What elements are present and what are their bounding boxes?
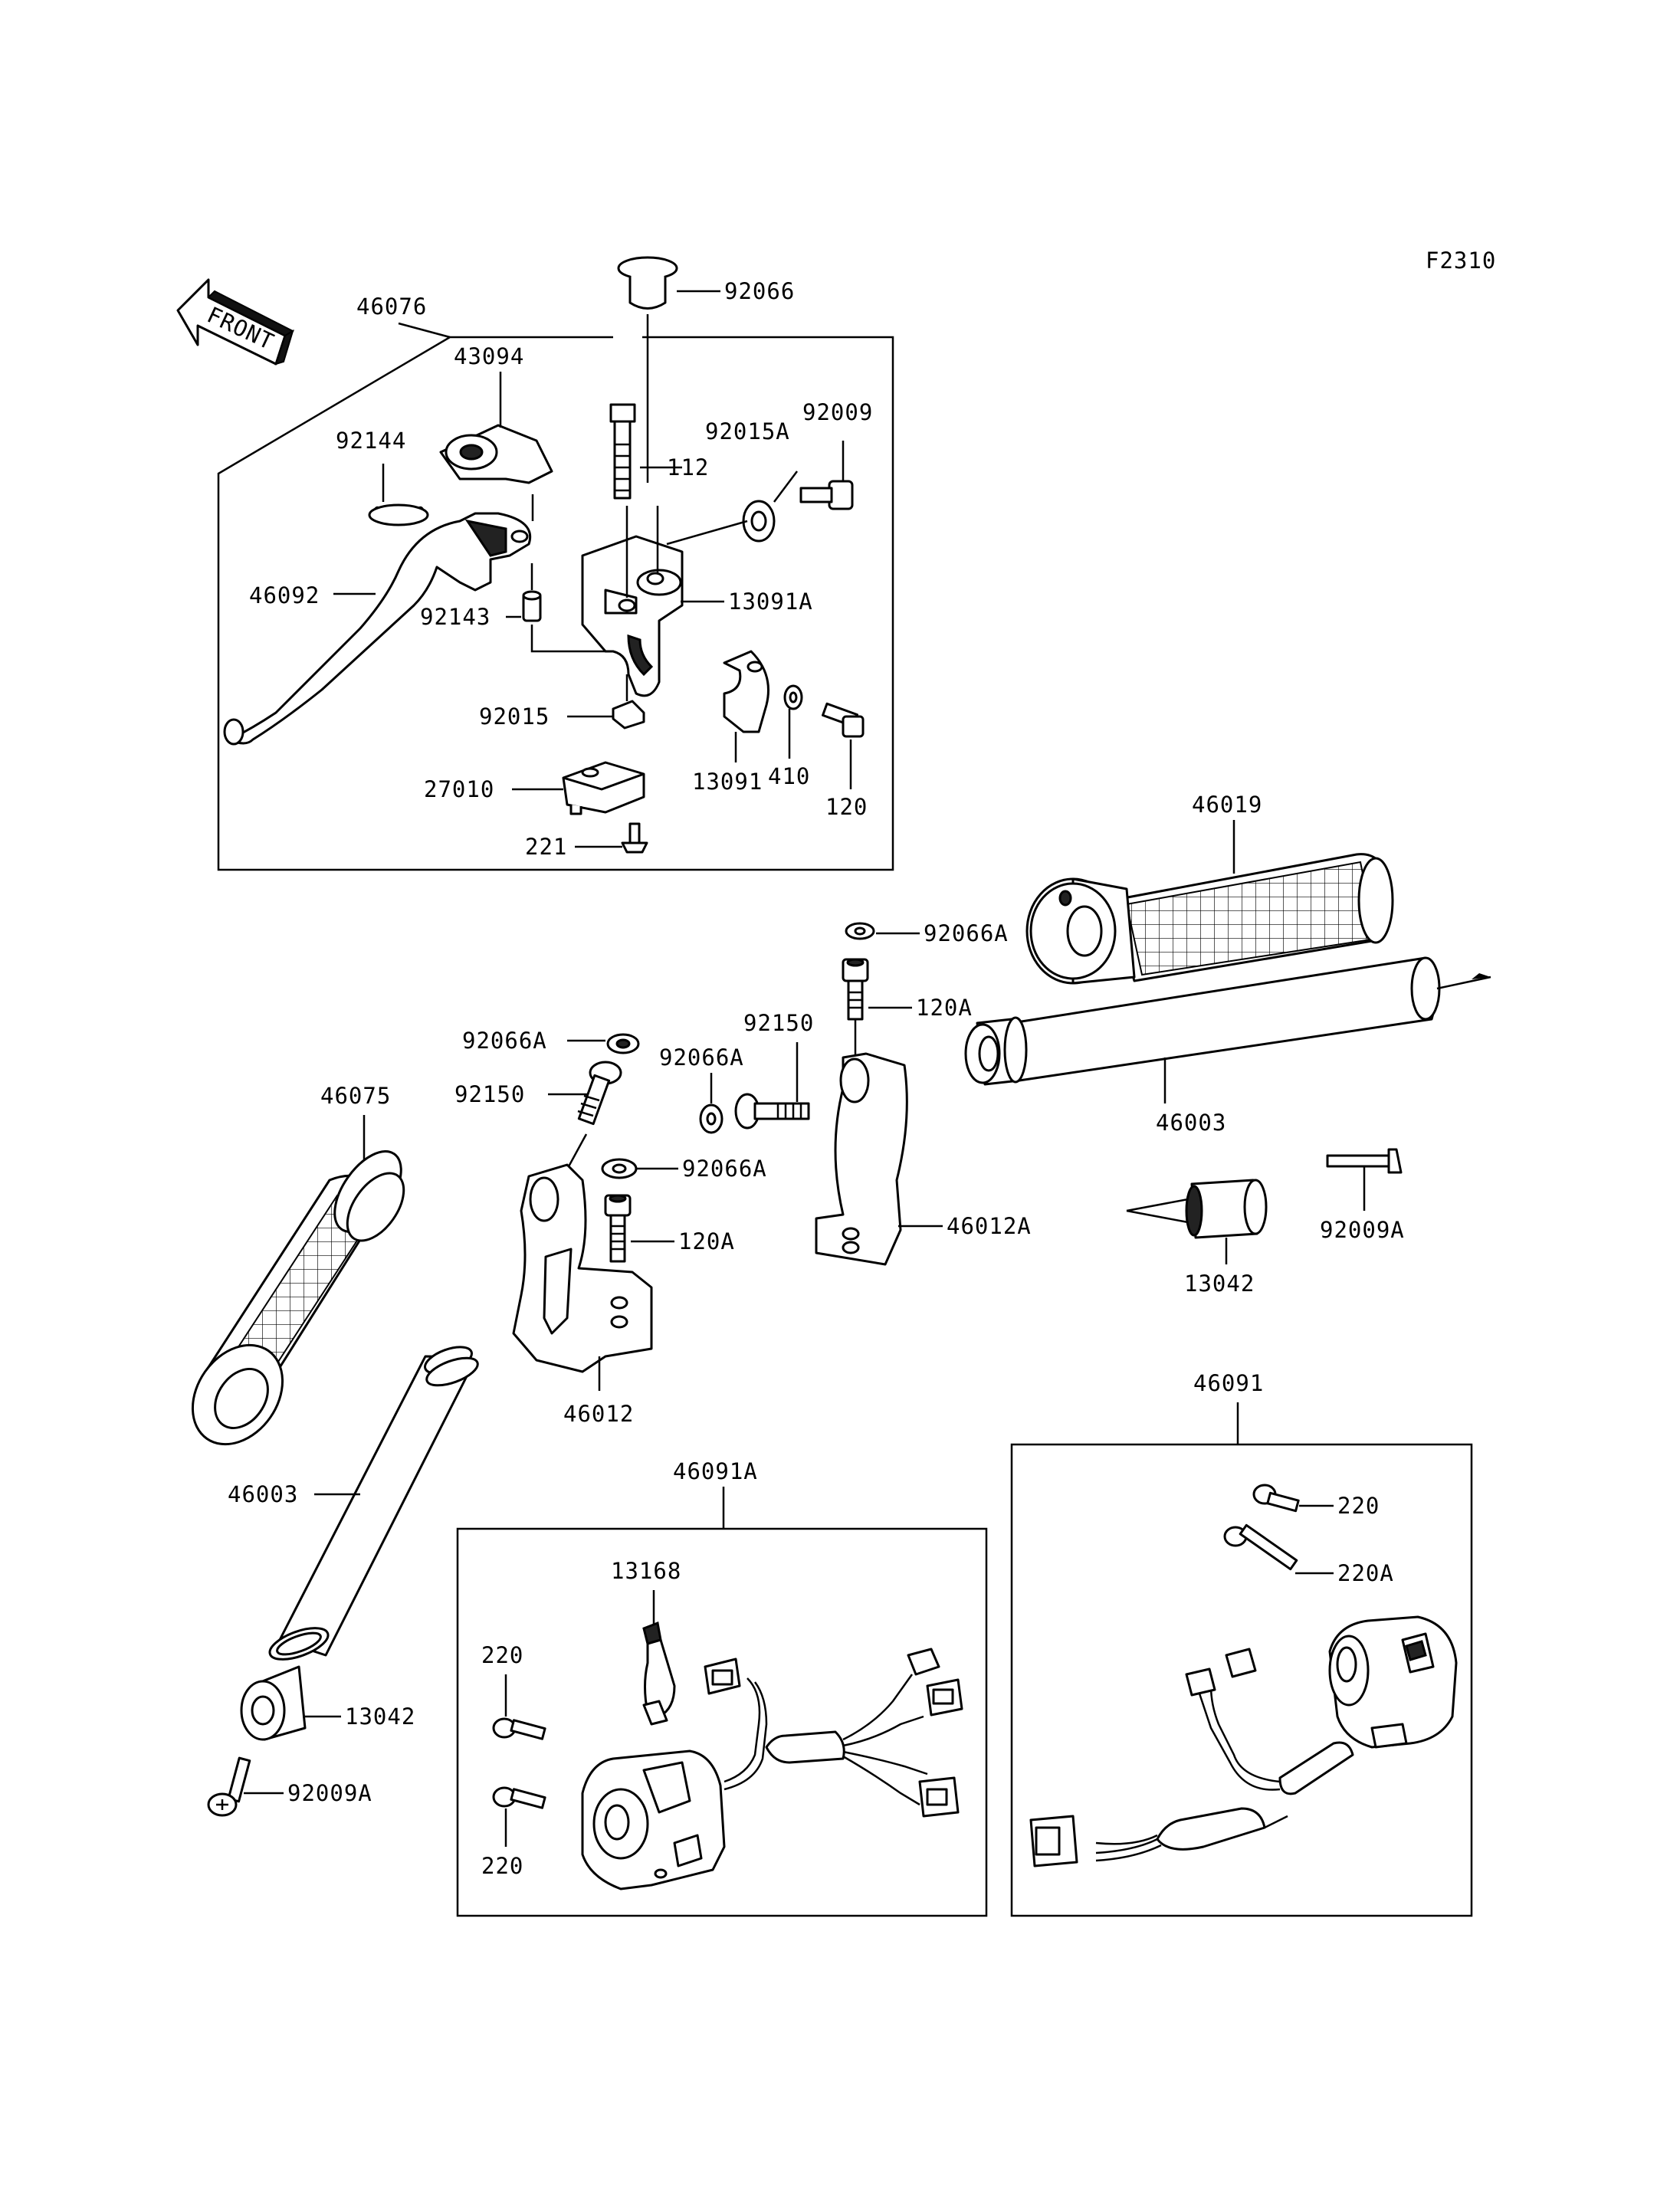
label-13042-right: 13042 [1184,1271,1255,1297]
label-46076: 46076 [356,293,427,320]
label-13091A: 13091A [728,589,813,615]
washer-92066A-left-top-hole [615,1038,631,1049]
label-43094: 43094 [454,343,524,369]
label-120A-2: 120A [678,1228,735,1254]
label-46075: 46075 [320,1083,391,1109]
nut-92015 [612,700,645,730]
bolt-120A-top [842,958,869,1021]
washer-92066A-left-mid-hole [612,1163,627,1174]
label-13042-left: 13042 [345,1703,415,1730]
left-grip-46075 [191,1150,405,1446]
label-92009A-left: 92009A [287,1780,372,1806]
switch-housing-46091 [1328,1615,1458,1749]
label-92009: 92009 [802,399,873,425]
lever-13168 [642,1621,676,1726]
label-220-b: 220 [481,1853,523,1879]
washer-410-hole [789,691,798,703]
collar-92143 [522,590,542,622]
label-46012A: 46012A [947,1213,1032,1239]
label-92066A-3: 92066A [462,1028,547,1054]
screw-92009 [799,480,854,510]
label-46092: 46092 [249,582,320,608]
label-92066A-1: 92066A [924,920,1009,946]
label-46003-right: 46003 [1156,1110,1226,1136]
label-92143: 92143 [420,604,491,630]
label-220-a: 220 [481,1642,523,1668]
leader-13042-arrow2 [1126,1209,1189,1224]
label-92150-1: 92150 [743,1010,814,1036]
label-92066A-4: 92066A [682,1156,767,1182]
right-grip-46019 [1025,853,1394,985]
figure-code: F2310 [1426,248,1496,274]
label-221: 221 [525,834,567,860]
bolt-120A-left [604,1194,632,1263]
label-46012: 46012 [563,1401,634,1427]
bar-end-13042-right [1185,1179,1268,1239]
leader-92015A [773,471,798,503]
label-120: 120 [825,794,868,820]
leader-92015A-to-body [666,520,748,546]
label-46091A: 46091A [673,1458,758,1484]
label-46091: 46091 [1193,1370,1264,1396]
left-handlebar-46003 [268,1346,479,1661]
label-46019: 46019 [1192,792,1262,818]
wire-harness-46091A [704,1648,963,1818]
adjuster-43094 [439,424,553,484]
label-92015: 92015 [479,703,550,730]
bolt-92150-left [577,1061,622,1126]
washer-92066A-mid-hole [706,1112,717,1126]
label-220A: 220A [1337,1560,1394,1586]
leader-13042-arrow [1126,1198,1189,1212]
clutch-lever-46092 [223,512,531,746]
bolt-92150-right [734,1093,810,1130]
label-92144: 92144 [336,428,406,454]
front-direction-arrow: FRONT [176,278,295,366]
label-120A-1: 120A [916,995,973,1021]
locknut-92015A [742,500,776,543]
spring-92144 [368,503,429,526]
label-92066A-2: 92066A [659,1044,744,1071]
screw-220A [1223,1523,1298,1571]
label-46003-left: 46003 [228,1481,298,1507]
lever-holder-13091A [581,535,684,697]
bolt-112 [609,403,636,500]
switch-46091A-box [456,1527,988,1917]
rubber-cap-92066 [617,256,678,310]
label-27010: 27010 [424,776,494,802]
label-410: 410 [768,763,810,789]
label-112: 112 [667,454,709,480]
label-220-c: 220 [1337,1493,1380,1519]
screw-220-b [492,1786,546,1809]
screw-220-c [1252,1484,1300,1513]
wire-harness-46091 [1029,1648,1354,1867]
leader-46076 [398,322,451,339]
label-92009A-right: 92009A [1320,1217,1405,1243]
label-13091: 13091 [692,769,763,795]
arrow-tip [1472,973,1491,979]
switch-housing-46091A [581,1749,726,1890]
screw-120 [822,702,865,738]
screw-92009A-right [1326,1148,1403,1174]
screw-220-a [492,1717,546,1740]
clutch-switch-27010 [562,761,645,815]
washer-92066A-top-hole [854,926,866,936]
label-92150-2: 92150 [454,1081,525,1107]
holder-46012 [512,1163,653,1373]
bar-end-13042-left [240,1665,307,1741]
right-handlebar-46003 [964,956,1441,1086]
label-92015A: 92015A [705,418,790,444]
label-13168: 13168 [611,1558,681,1584]
clamp-13091 [723,650,769,733]
screw-221 [621,822,648,854]
screw-92009A-left [207,1756,251,1817]
switch-46091-box [1010,1443,1473,1917]
holder-46012A [815,1052,908,1266]
label-92066: 92066 [724,278,795,304]
leader-46003-arrow [1436,976,1491,990]
